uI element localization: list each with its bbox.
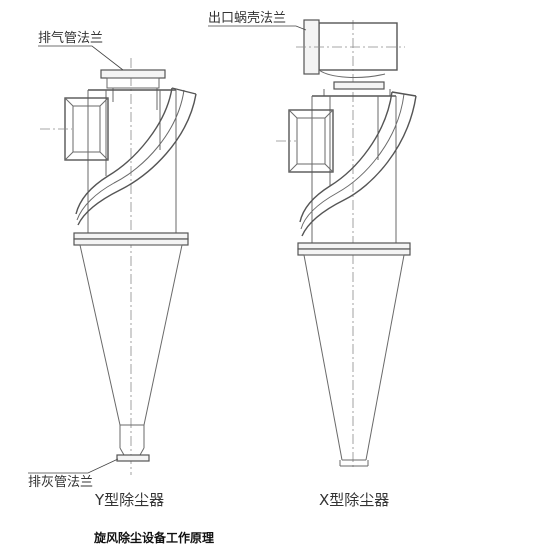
leader-lines (28, 25, 307, 474)
label-x-type: X型除尘器 (319, 491, 389, 509)
x-type-cyclone (276, 19, 417, 470)
y-type-cyclone (40, 58, 197, 475)
label-ash-flange: 排灰管法兰 (28, 475, 93, 490)
label-y-type: Y型除尘器 (94, 491, 164, 509)
label-exhaust-flange: 排气管法兰 (38, 30, 103, 46)
label-outlet-volute-flange: 出口蜗壳法兰 (208, 10, 286, 26)
figure-caption: 旋风除尘设备工作原理 (93, 530, 214, 545)
